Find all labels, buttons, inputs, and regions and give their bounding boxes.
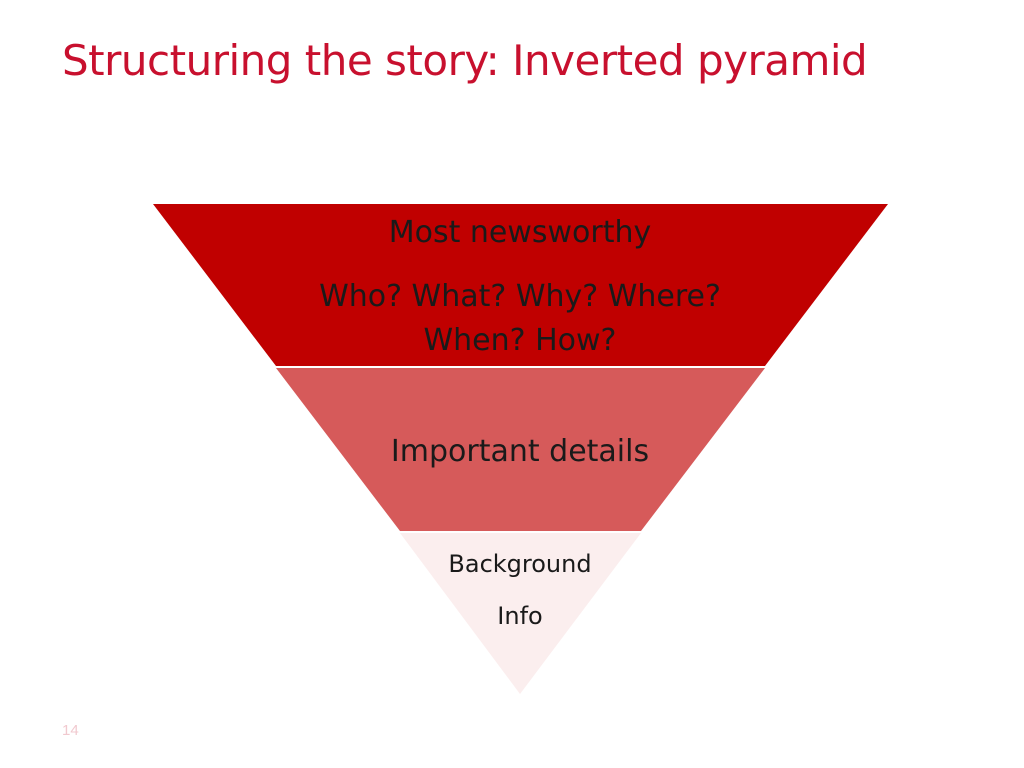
pyramid-tier-bottom-label-line-1: Background bbox=[448, 550, 591, 578]
pyramid-tier-middle-label: Important details bbox=[391, 434, 649, 469]
pyramid-tier-top-shape bbox=[153, 204, 888, 366]
pyramid-tier-bottom-label-line-2: Info bbox=[497, 602, 542, 630]
pyramid-tier-bottom: Background Info bbox=[400, 533, 641, 694]
pyramid-tier-middle: Important details bbox=[276, 368, 765, 531]
pyramid-tier-top: Most newsworthy Who? What? Why? Where? W… bbox=[153, 204, 888, 366]
pyramid-tier-top-detail-line-2: When? How? bbox=[424, 323, 617, 358]
pyramid-tier-top-detail-line-1: Who? What? Why? Where? bbox=[319, 279, 721, 314]
page-number: 14 bbox=[62, 722, 79, 739]
pyramid-tier-top-label: Most newsworthy bbox=[389, 215, 652, 250]
pyramid-tier-bottom-shape bbox=[400, 533, 641, 694]
slide-title: Structuring the story: Inverted pyramid bbox=[62, 36, 868, 85]
pyramid-tier-middle-shape bbox=[276, 368, 765, 531]
